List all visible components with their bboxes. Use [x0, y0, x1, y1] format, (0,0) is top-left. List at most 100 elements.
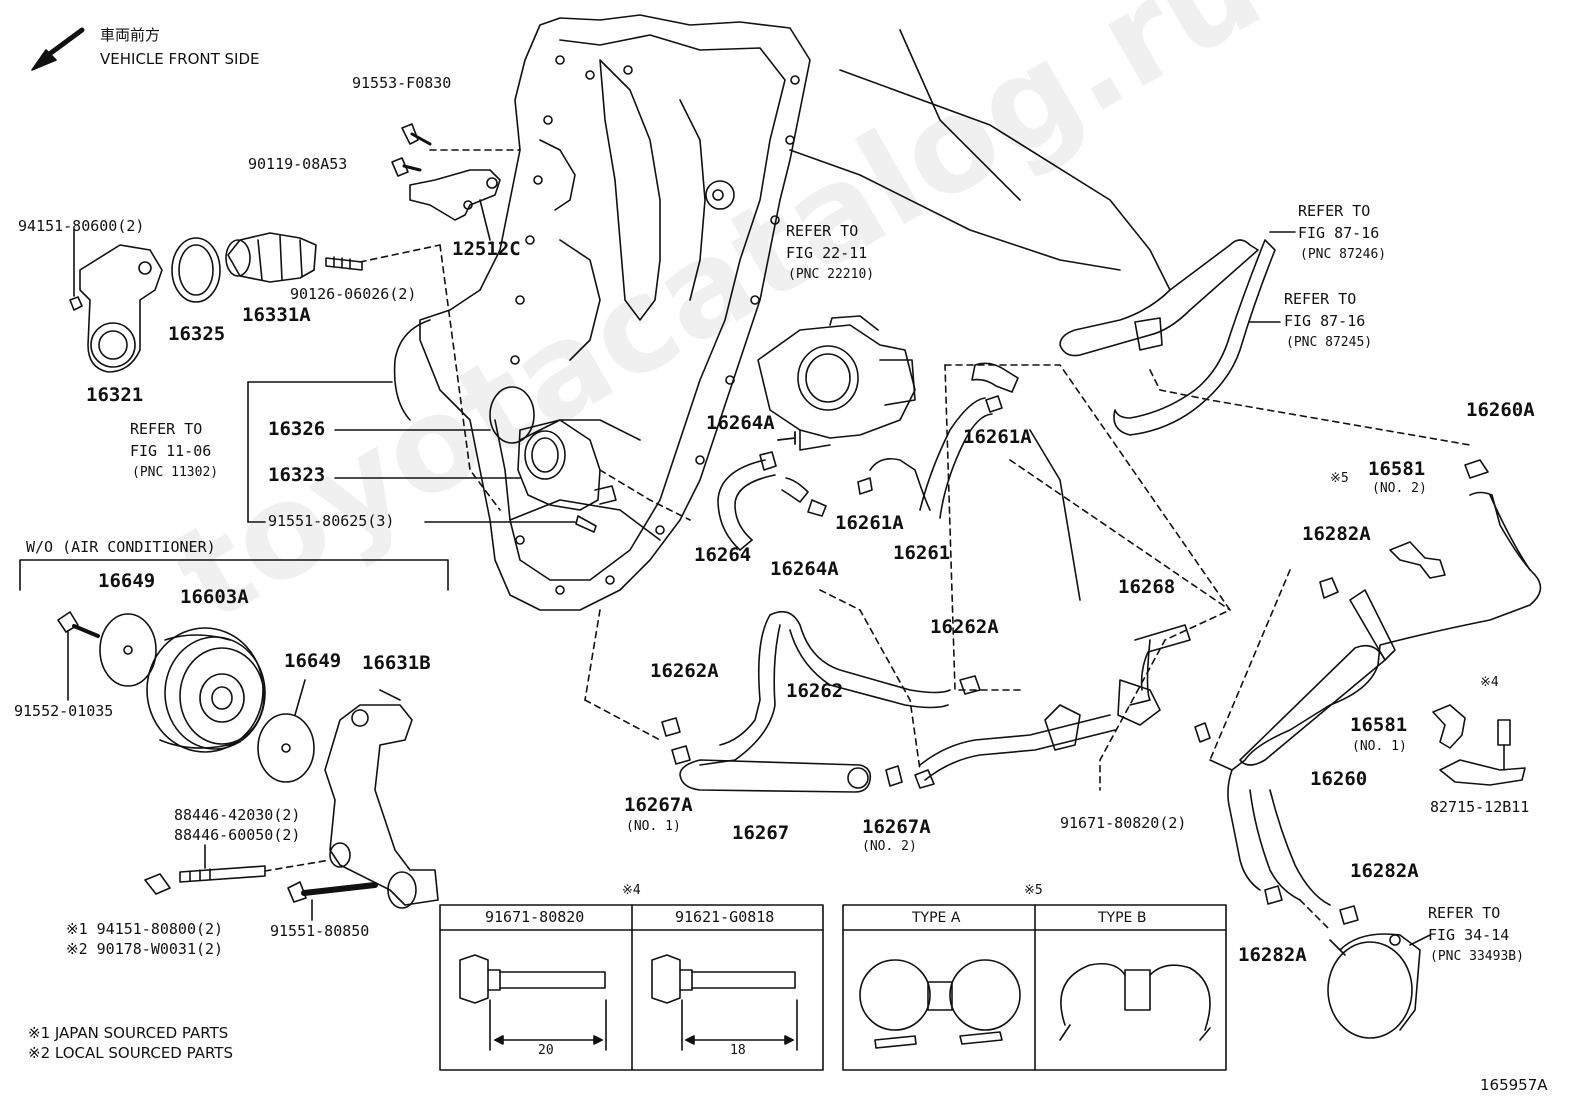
part-label[interactable]: 12512C	[452, 238, 521, 260]
plate-16649-front	[99, 613, 157, 687]
part-label[interactable]: ※1 94151-80800(2)	[66, 920, 224, 938]
bracket-12512c	[391, 123, 521, 241]
part-label[interactable]: 16321	[86, 384, 144, 406]
note-mark: ※4	[1480, 675, 1499, 690]
table4-length2: 18	[730, 1043, 746, 1058]
part-sub-label: (NO. 1)	[1352, 739, 1407, 754]
gasket-16325	[171, 237, 221, 303]
bolt-91551-80850	[287, 881, 378, 921]
table5-frame	[842, 904, 1227, 1071]
front-side-label-jp: 車両前方	[100, 26, 161, 44]
stud-88446	[144, 844, 331, 895]
refer-to-label[interactable]: REFER TO	[1428, 904, 1501, 922]
part-label[interactable]: 16264	[694, 544, 752, 566]
stud-90126	[325, 244, 441, 271]
part-sub-label: (NO. 2)	[1372, 481, 1427, 496]
refer-to-label[interactable]: REFER TO	[1298, 202, 1371, 220]
part-label[interactable]: ※2 90178-W0031(2)	[66, 940, 224, 958]
dashed-leader-lines	[584, 364, 1291, 791]
water-inlet-16321	[69, 229, 163, 373]
part-label[interactable]: 16262A	[650, 660, 719, 682]
refer-to-fig[interactable]: FIG 87-16	[1284, 312, 1366, 330]
refer-to-pnc: (PNC 11302)	[132, 465, 219, 480]
label-bracket-left	[247, 381, 576, 523]
hose-16267	[661, 675, 981, 793]
table4-length1: 20	[538, 1043, 554, 1058]
part-label[interactable]: 16260A	[1466, 399, 1535, 421]
part-sub-label: (NO. 1)	[626, 819, 681, 834]
part-label[interactable]: 16267A	[624, 794, 693, 816]
idler-bracket-16631b	[324, 689, 439, 909]
part-label[interactable]: 16260	[1310, 768, 1368, 790]
vehicle-front-arrow-icon	[31, 27, 85, 71]
clip-16581-no2	[1389, 541, 1446, 579]
part-label[interactable]: 16603A	[180, 586, 249, 608]
part-label[interactable]: 16268	[1118, 576, 1176, 598]
throttle-body	[757, 315, 916, 451]
refer-to-label[interactable]: REFER TO	[786, 222, 859, 240]
part-label[interactable]: 16581	[1368, 458, 1426, 480]
part-label[interactable]: 16261	[893, 542, 951, 564]
wo-ac-bracket	[19, 559, 449, 591]
part-label[interactable]: 16581	[1350, 714, 1408, 736]
note-mark: ※5	[1330, 471, 1349, 486]
part-label[interactable]: 16323	[268, 464, 326, 486]
part-label[interactable]: 94151-80600(2)	[18, 217, 145, 235]
refer-to-fig[interactable]: FIG 34-14	[1428, 926, 1510, 944]
part-label[interactable]: 16331A	[242, 304, 311, 326]
part-label[interactable]: 91671-80820(2)	[1060, 814, 1187, 832]
refer-to-fig[interactable]: FIG 11-06	[130, 442, 212, 460]
refer-to-fig[interactable]: FIG 22-11	[786, 244, 868, 262]
part-label[interactable]: 16282A	[1238, 944, 1307, 966]
bolt-91552	[57, 611, 100, 701]
part-label[interactable]: 16262A	[930, 616, 999, 638]
figure-id: 165957A	[1480, 1076, 1548, 1094]
part-label[interactable]: 88446-60050(2)	[174, 826, 301, 844]
part-label[interactable]: 88446-42030(2)	[174, 806, 301, 824]
part-label[interactable]: 91551-80625(3)	[268, 512, 395, 530]
part-label[interactable]: 16264A	[770, 558, 839, 580]
part-label[interactable]: 16326	[268, 418, 326, 440]
refer-to-fig[interactable]: FIG 87-16	[1298, 224, 1380, 242]
refer-to-pnc: (PNC 33493B)	[1430, 949, 1524, 964]
part-label[interactable]: 16325	[168, 323, 226, 345]
part-label[interactable]: 16631B	[362, 652, 431, 674]
part-label[interactable]: 16262	[786, 680, 844, 702]
table4-col2[interactable]: 91621-G0818	[675, 908, 775, 926]
section-label: W/O (AIR CONDITIONER)	[26, 538, 216, 556]
part-label[interactable]: 90126-06026(2)	[290, 285, 417, 303]
part-label[interactable]: 82715-12B11	[1430, 798, 1530, 816]
part-label[interactable]: 16264A	[706, 412, 775, 434]
water-pump-housing-16323	[439, 244, 691, 533]
table4-col1[interactable]: 91671-80820	[485, 908, 585, 926]
refer-to-label[interactable]: REFER TO	[130, 420, 203, 438]
part-label[interactable]: 16261A	[963, 426, 1032, 448]
hose-16268-pipe	[914, 624, 1211, 789]
part-label[interactable]: 91553-F0830	[352, 74, 452, 92]
timing-cover-outline	[393, 14, 811, 611]
part-label[interactable]: 16282A	[1350, 860, 1419, 882]
part-label[interactable]: 16261A	[835, 512, 904, 534]
part-sub-label: (NO. 2)	[862, 839, 917, 854]
part-label[interactable]: 16267A	[862, 816, 931, 838]
part-label[interactable]: 16649	[98, 570, 156, 592]
bracket-82715	[1439, 719, 1526, 786]
table4-mark: ※4	[622, 883, 641, 898]
hose-16264	[717, 431, 827, 551]
part-label[interactable]: 16282A	[1302, 523, 1371, 545]
table4-frame	[439, 904, 824, 1071]
part-label[interactable]: 91552-01035	[14, 702, 114, 720]
refer-to-pnc: (PNC 22210)	[788, 267, 875, 282]
part-label[interactable]: 91551-80850	[270, 922, 370, 940]
refer-to-pnc: (PNC 87246)	[1300, 247, 1387, 262]
hose-16260	[1209, 459, 1542, 925]
refer-to-label[interactable]: REFER TO	[1284, 290, 1357, 308]
part-label[interactable]: 90119-08A53	[248, 155, 348, 173]
part-label[interactable]: 16649	[284, 650, 342, 672]
part-label[interactable]: 16267	[732, 822, 790, 844]
hose-16261	[857, 362, 1019, 519]
thermostat-16331a	[225, 232, 317, 283]
table5-mark: ※5	[1024, 883, 1043, 898]
